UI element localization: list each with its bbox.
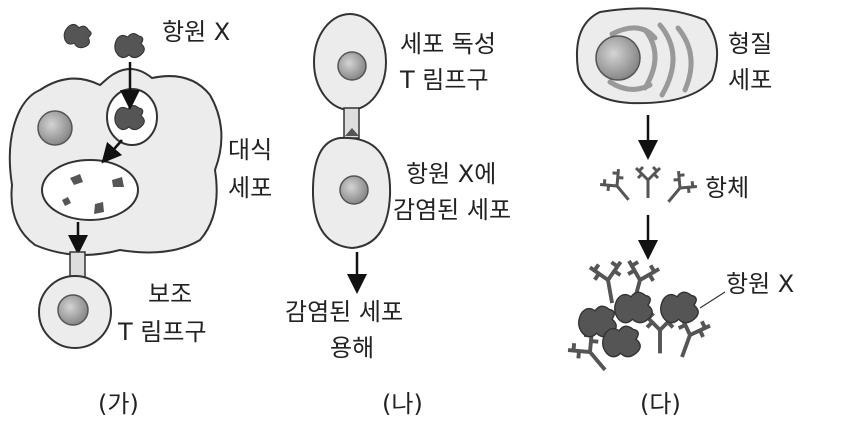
- helper-t-nucleus: [57, 294, 89, 326]
- antibody-icon: [597, 165, 700, 212]
- plasma-cell-label: 형질: [728, 30, 772, 58]
- macrophage-nucleus: [37, 110, 73, 146]
- infected-cell-nucleus: [339, 175, 369, 205]
- cytotoxic-t-label: T 림프구: [399, 66, 489, 94]
- cytotoxic-t-nucleus: [337, 51, 367, 81]
- lysis-label: 용해: [330, 334, 374, 362]
- helper-t-label: 보조: [148, 280, 192, 308]
- cytotoxic-t-label: 세포 독성: [400, 30, 496, 58]
- antigen-label: 항원 X: [162, 18, 230, 46]
- antigen-x-icon: [578, 291, 699, 358]
- caption-a: (가): [98, 390, 139, 418]
- arrow-icon: [101, 139, 123, 164]
- antibody-label: 항체: [705, 174, 749, 202]
- rough-er: [607, 22, 694, 98]
- label-leader-line: [699, 291, 726, 309]
- caption-b: (나): [382, 390, 423, 418]
- antigen-fragments: [62, 174, 124, 214]
- macrophage-label: 대식: [228, 136, 272, 164]
- panel-b: 세포 독성 T 림프구 항원 X에 감염된 세포 감염된 세포 용해 (나): [285, 13, 511, 418]
- antigen-label: 항원 X: [726, 270, 794, 298]
- phagolysosome: [41, 159, 139, 221]
- macrophage-label: 세포: [228, 174, 272, 202]
- helper-t-label: T 림프구: [117, 318, 207, 346]
- infected-cell-label: 감염된 세포: [393, 196, 511, 224]
- plasma-cell-nucleus: [595, 35, 641, 81]
- infected-cell-label: 항원 X에: [406, 160, 496, 188]
- panel-c: 형질 세포 항체 항원 X (다): [565, 7, 794, 418]
- lysis-label: 감염된 세포: [285, 298, 403, 326]
- panel-a: 항원 X 대식 세포 보조 T 림프구 (가): [8, 18, 272, 418]
- caption-c: (다): [640, 390, 681, 418]
- plasma-cell-label: 세포: [728, 66, 772, 94]
